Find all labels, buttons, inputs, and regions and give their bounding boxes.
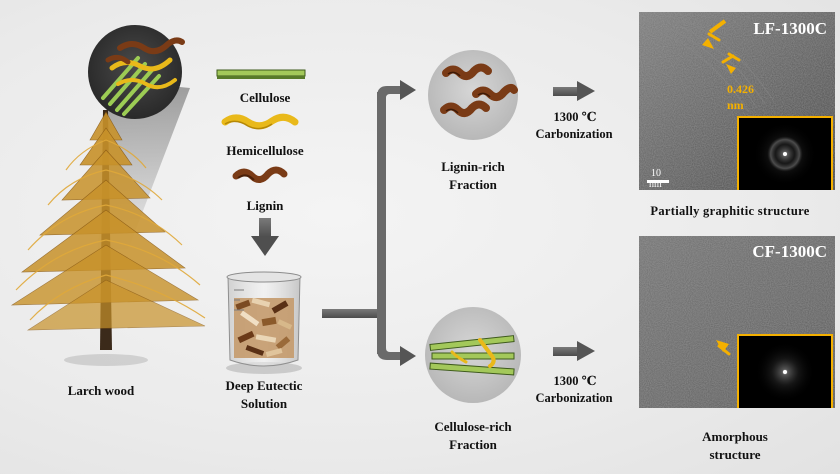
hemicellulose-icon xyxy=(221,113,299,130)
fft-inset-top xyxy=(737,116,833,190)
des-label-line2: Solution xyxy=(240,396,288,411)
larch-tree-illustration xyxy=(10,80,206,366)
fft-pattern-bottom xyxy=(755,342,815,402)
carbonization-arrow-bottom-icon xyxy=(553,341,595,361)
lignin-fraction-label-line2: Fraction xyxy=(449,177,497,192)
lignin-fraction-label-line1: Lignin-rich xyxy=(441,159,505,174)
carbonization-arrow-top-icon xyxy=(553,81,595,101)
partially-graphitic-caption: Partially graphitic structure xyxy=(650,204,810,218)
lf-1300c-tem-image: LF-1300C 0.426 nm 10 nm xyxy=(639,12,835,190)
cf-1300c-tag: CF-1300C xyxy=(752,242,827,261)
carbonization-top-label: Carbonization xyxy=(535,127,613,141)
lignin-icon xyxy=(232,166,288,183)
amorphous-caption-line2: structure xyxy=(709,447,761,462)
amorphous-caption-line1: Amorphous xyxy=(702,429,768,444)
carbonization-bottom-label: Carbonization xyxy=(535,391,613,405)
temperature-bottom-label: 1300 ℃ xyxy=(553,374,597,388)
lf-1300c-tag: LF-1300C xyxy=(753,19,827,38)
split-arrow-icon xyxy=(322,80,416,366)
fft-inset-bottom xyxy=(737,334,833,408)
lattice-spacing-unit: nm xyxy=(727,98,744,112)
lignin-fraction-circle xyxy=(428,50,518,140)
larch-wood-label: Larch wood xyxy=(67,383,135,398)
cellulose-icon xyxy=(216,69,306,79)
fft-pattern-top xyxy=(753,122,817,186)
cellulose-fraction-label-line2: Fraction xyxy=(449,437,497,452)
temperature-top-label: 1300 ℃ xyxy=(553,110,597,124)
scale-bar-value: 10 xyxy=(651,168,661,179)
lignin-label: Lignin xyxy=(246,198,284,213)
cellulose-fraction-circle xyxy=(425,307,521,403)
beaker-illustration xyxy=(226,271,302,374)
des-label-line1: Deep Eutectic xyxy=(225,378,303,393)
lattice-spacing-value: 0.426 xyxy=(727,82,754,96)
fiber-zoom-circle xyxy=(88,25,185,119)
hemicellulose-label: Hemicellulose xyxy=(226,143,304,158)
scale-bar-unit: nm xyxy=(649,179,662,190)
cellulose-fraction-label-line1: Cellulose-rich xyxy=(434,419,512,434)
cellulose-label: Cellulose xyxy=(239,90,291,105)
down-arrow-icon xyxy=(251,218,279,256)
cf-1300c-tem-image: CF-1300C xyxy=(639,236,835,408)
